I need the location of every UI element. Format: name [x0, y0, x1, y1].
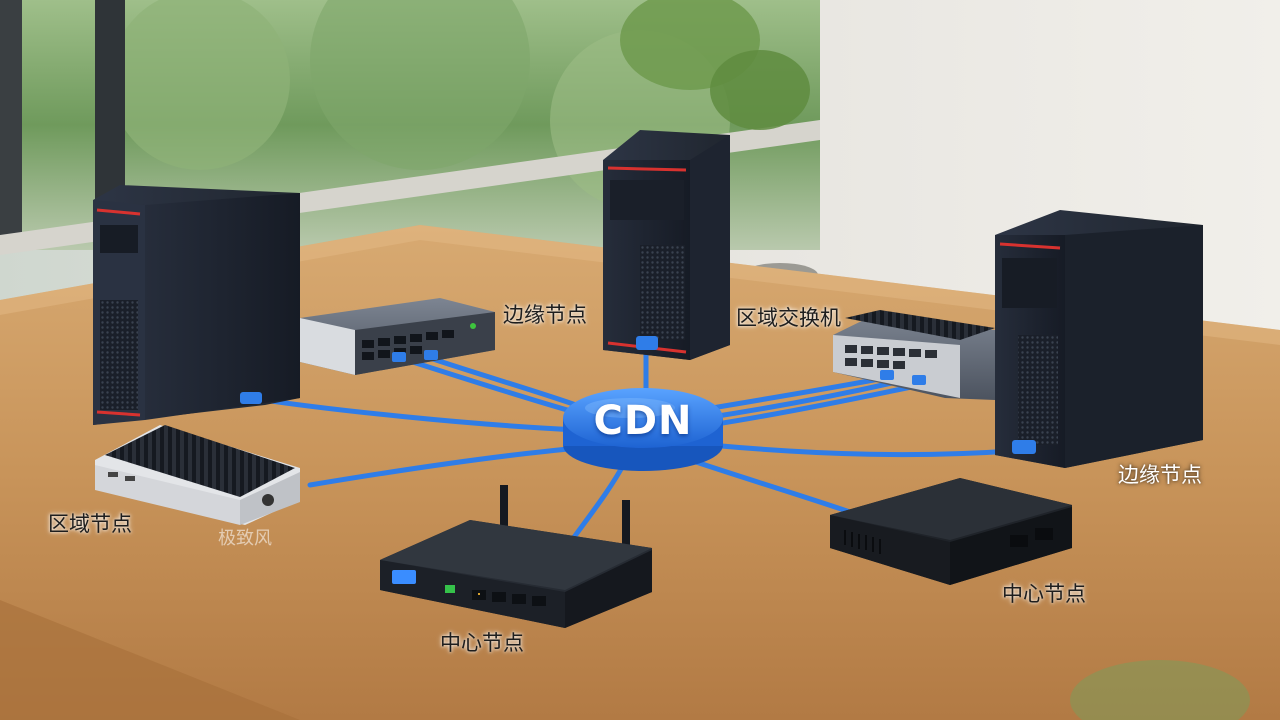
watermark: 极致风 [218, 528, 272, 549]
label-center-node-right: 中心节点 [1002, 582, 1086, 606]
label-regional-node: 区域节点 [48, 512, 132, 536]
label-edge-node-top: 边缘节点 [503, 303, 587, 327]
label-edge-node-right: 边缘节点 [1118, 463, 1202, 487]
label-regional-switch: 区域交换机 [736, 306, 841, 330]
cdn-hub-label: CDN [593, 398, 693, 444]
label-center-node-bottom: 中心节点 [440, 631, 524, 655]
